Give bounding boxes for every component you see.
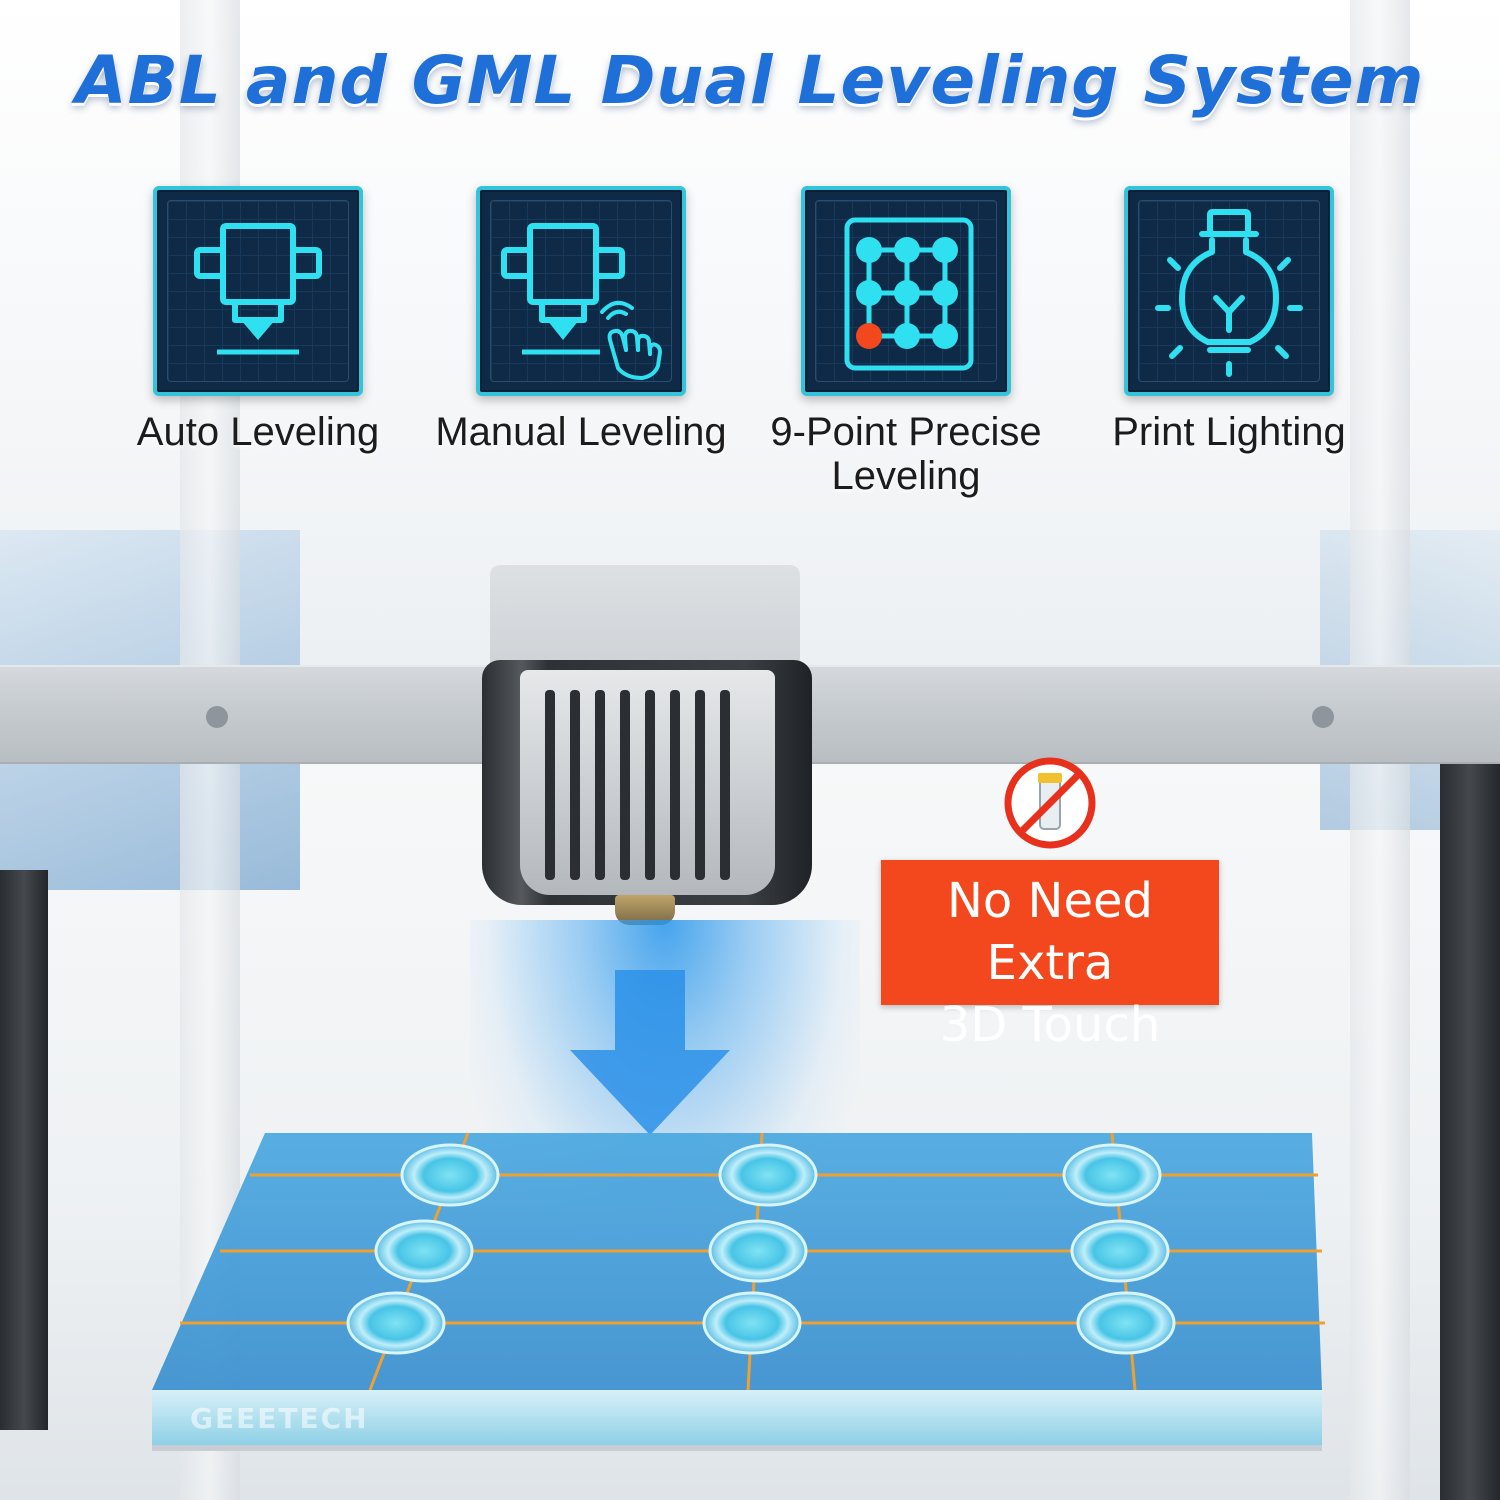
feature-card (801, 186, 1011, 396)
bed-brand-logo: GEEETECH (190, 1402, 369, 1435)
feature-print-lighting: Print Lighting (1069, 186, 1389, 454)
nine-point-grid-icon (844, 217, 974, 371)
feature-card (1124, 186, 1334, 396)
frame-dark-right (1440, 760, 1500, 1500)
feature-card (476, 186, 686, 396)
feature-label: Print Lighting (1112, 410, 1346, 454)
heated-bed-edge (152, 1390, 1322, 1451)
vent-slot (545, 690, 555, 880)
light-bulb-icon (1155, 209, 1303, 377)
frame-dark-left (0, 870, 48, 1430)
feature-label: Auto Leveling (136, 410, 380, 454)
page-title: ABL and GML Dual Leveling System (75, 42, 1425, 119)
vent-slot (720, 690, 730, 880)
auto-leveling-nozzle-icon (194, 223, 322, 355)
rail-screw (1312, 706, 1334, 728)
vent-slot (620, 690, 630, 880)
feature-9-point-leveling: 9-Point Precise Leveling (746, 186, 1066, 498)
build-plate (152, 1132, 1325, 1391)
down-arrow-icon (570, 970, 730, 1135)
no-3d-touch-icon (1004, 757, 1096, 849)
feature-auto-leveling: Auto Leveling (98, 186, 418, 454)
vent-slot (670, 690, 680, 880)
no-3d-touch-badge: No Need Extra 3D Touch (881, 860, 1219, 1053)
badge-line-2: 3D Touch (939, 997, 1161, 1053)
vent-slot (695, 690, 705, 880)
vent-slot (570, 690, 580, 880)
badge-line-1: No Need Extra (947, 873, 1153, 991)
rail-screw (206, 706, 228, 728)
manual-leveling-hand-icon (501, 223, 662, 380)
vent-slot (595, 690, 605, 880)
vent-slot (645, 690, 655, 880)
feature-card (153, 186, 363, 396)
feature-manual-leveling: Manual Leveling (421, 186, 741, 454)
feature-label: 9-Point Precise Leveling (770, 410, 1042, 498)
feature-label: Manual Leveling (435, 410, 727, 454)
